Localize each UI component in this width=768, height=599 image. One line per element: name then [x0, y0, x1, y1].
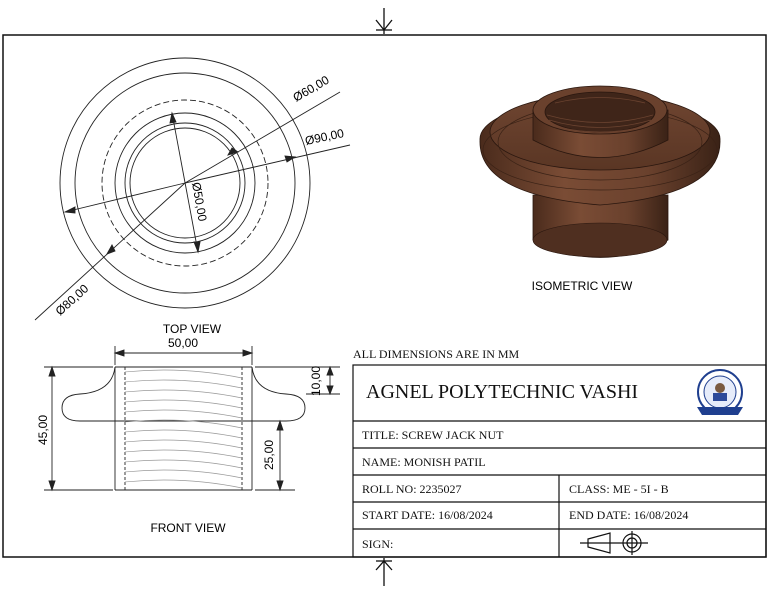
top-center-arrow-icon — [375, 8, 393, 34]
isometric-view-label: ISOMETRIC VIEW — [532, 279, 633, 293]
dimensions-note: ALL DIMENSIONS ARE IN MM — [353, 347, 520, 361]
title-block — [352, 364, 767, 558]
title-field: TITLE: SCREW JACK NUT — [362, 428, 504, 442]
bottom-center-arrow-icon — [375, 558, 393, 586]
dim-front-flange: 10,00 — [309, 366, 323, 396]
dim-d60: Ø60,00 — [291, 73, 332, 105]
dim-front-height: 45,00 — [36, 415, 50, 445]
top-view-drawing — [34, 57, 351, 321]
name-field: NAME: MONISH PATIL — [362, 455, 486, 469]
dim-front-width: 50,00 — [168, 336, 198, 350]
dim-d80: Ø80,00 — [53, 281, 92, 318]
dim-d90: Ø90,00 — [304, 126, 346, 148]
agnel-polytechnic-logo — [697, 369, 743, 415]
dim-front-lower: 25,00 — [262, 440, 276, 470]
isometric-view-model — [479, 85, 721, 258]
end-date-field: END DATE: 16/08/2024 — [569, 508, 689, 522]
dim-d50: Ø50,00 — [189, 181, 210, 223]
start-date-field: START DATE: 16/08/2024 — [362, 508, 493, 522]
sign-field: SIGN: — [362, 537, 394, 551]
class-field: CLASS: ME - 5I - B — [569, 482, 669, 496]
institute-name: AGNEL POLYTECHNIC VASHI — [366, 381, 639, 403]
front-view-label: FRONT VIEW — [150, 521, 226, 535]
roll-no-field: ROLL NO: 2235027 — [362, 482, 462, 496]
top-view-label: TOP VIEW — [163, 322, 222, 336]
front-view-drawing — [44, 346, 340, 492]
first-angle-projection-icon — [580, 531, 648, 555]
